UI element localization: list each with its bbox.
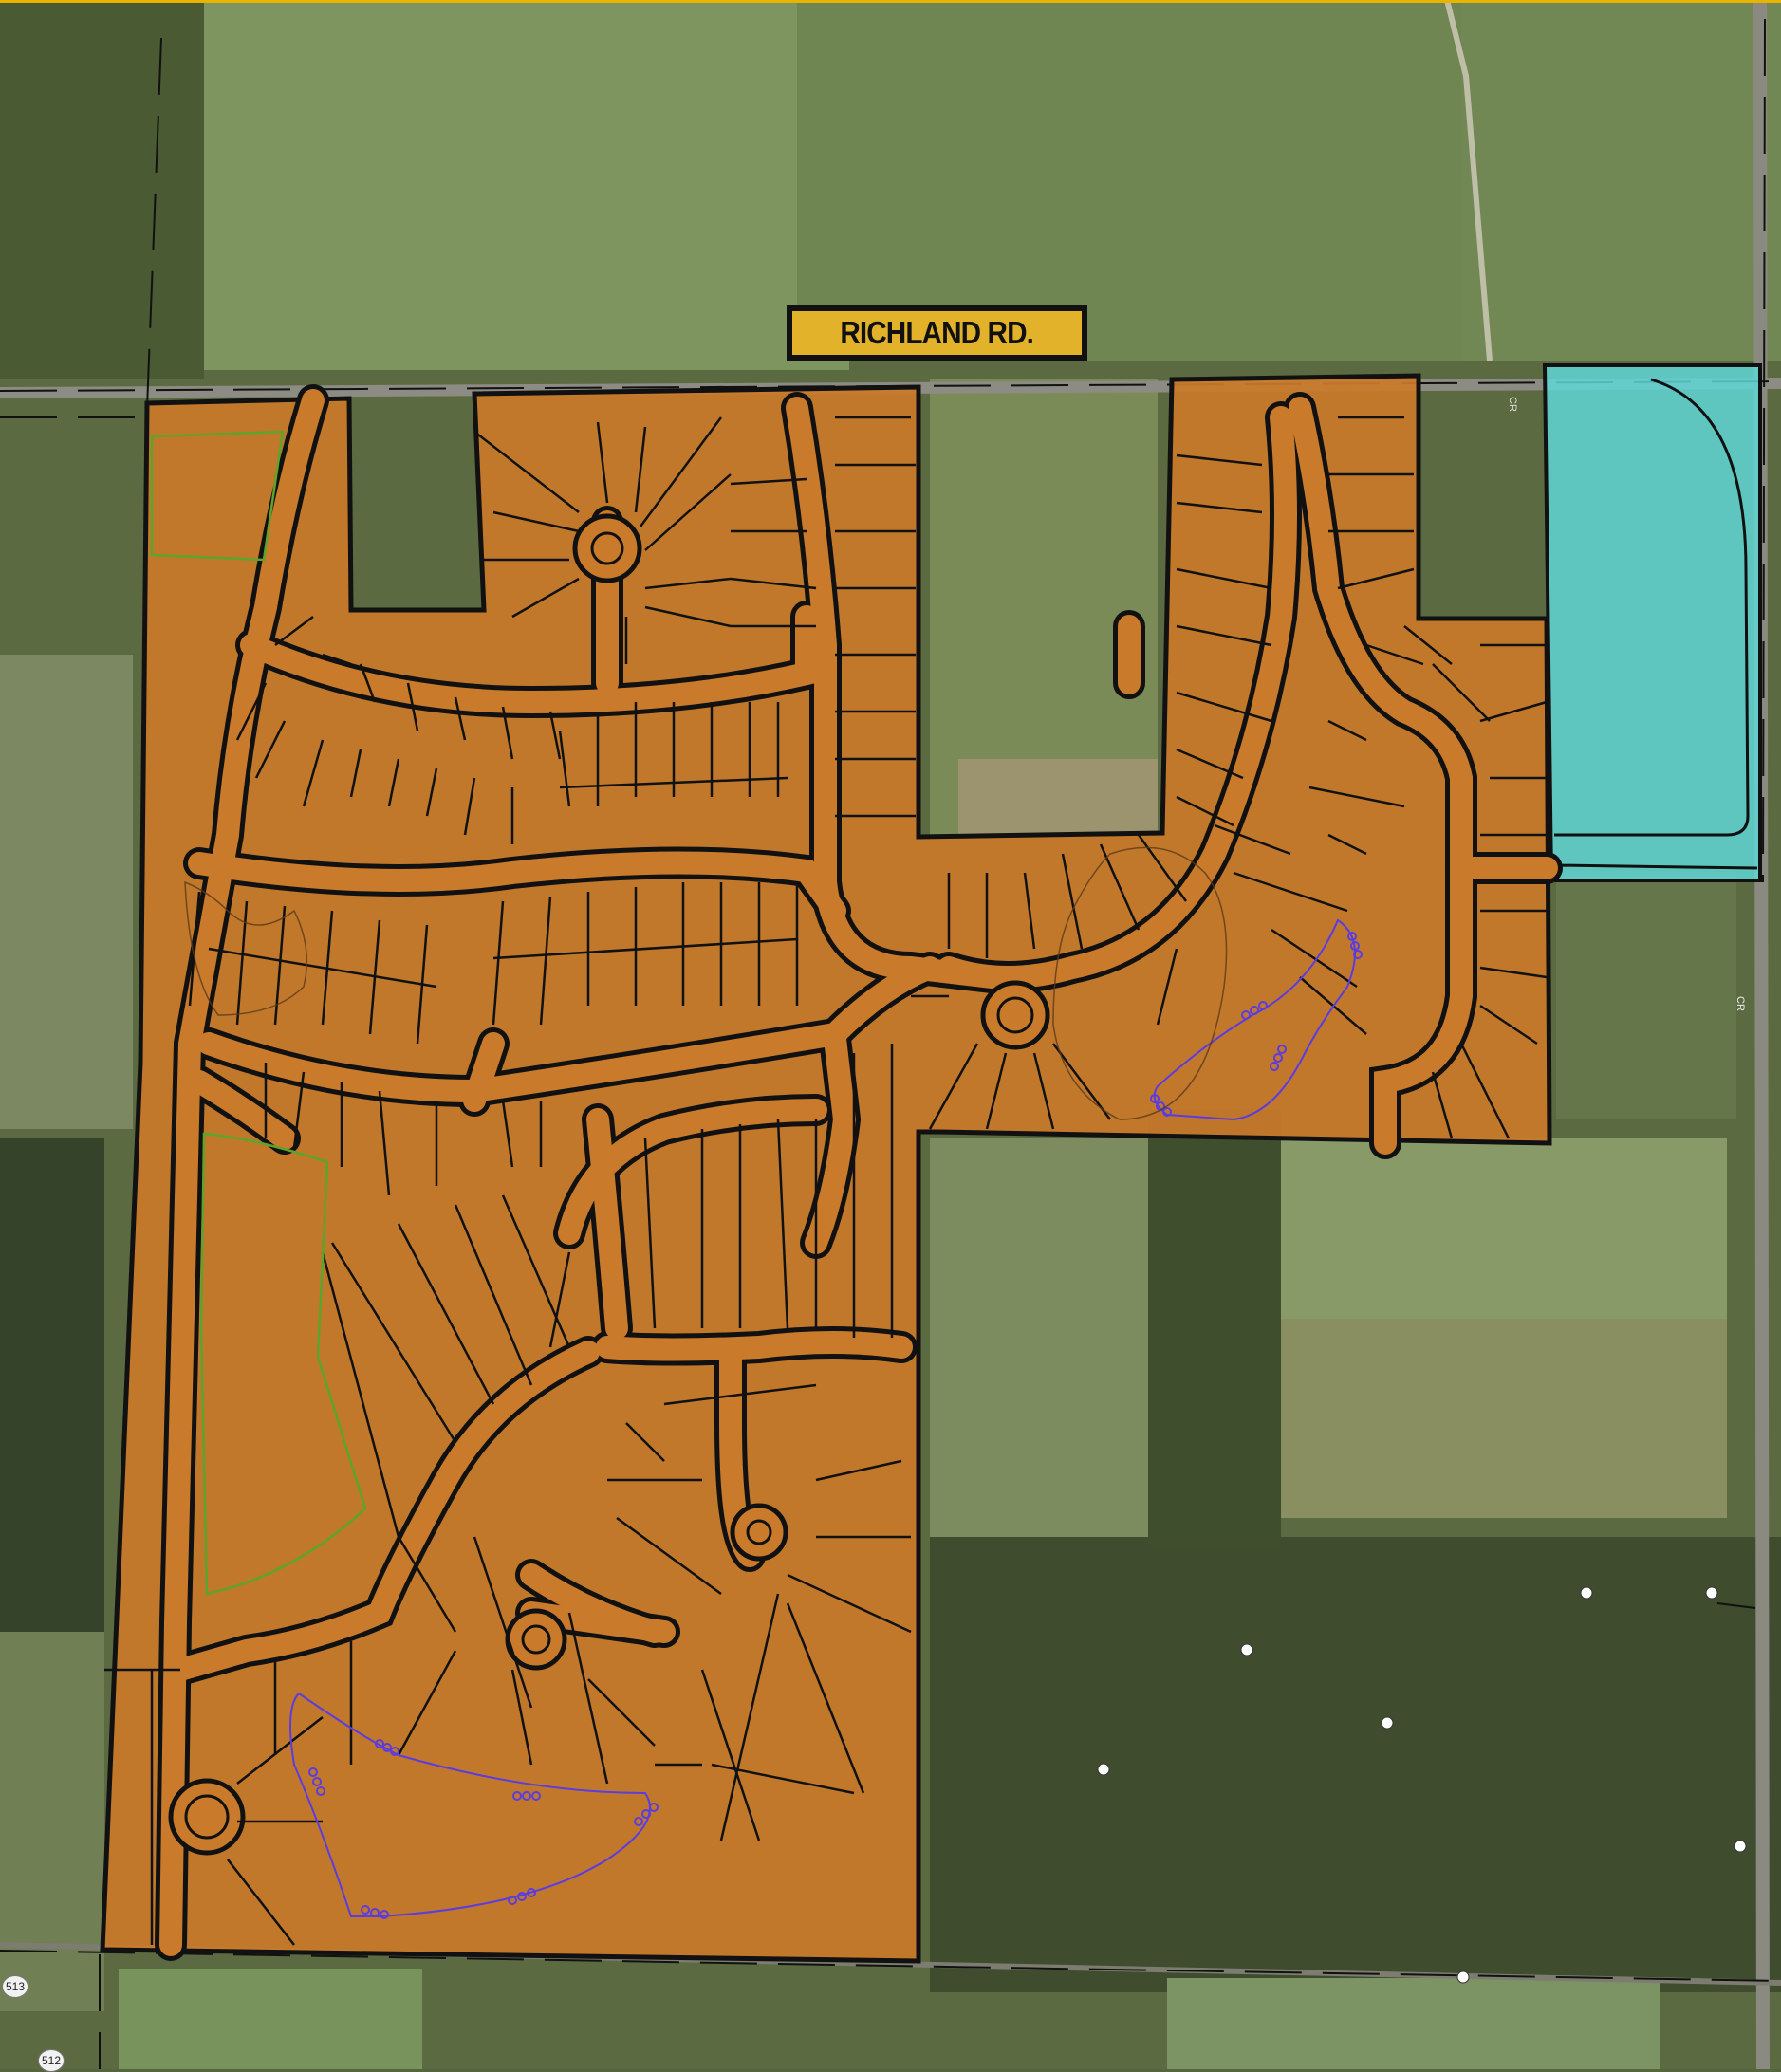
route-shield-icon: 512 xyxy=(38,2049,65,2072)
road-label-richland: RICHLAND RD. xyxy=(787,305,1087,361)
route-number: 512 xyxy=(41,2054,62,2067)
route-shield-icon: 513 xyxy=(2,1975,28,1998)
future-parcel-road xyxy=(1554,378,1750,837)
open-space-outlines xyxy=(150,430,367,1596)
utility-pole-icon xyxy=(1097,1586,1747,1984)
cul-de-sacs xyxy=(168,513,1050,1856)
route-number: 513 xyxy=(5,1980,26,1993)
road-label-vertical: CR xyxy=(1735,996,1746,1011)
future-parcel-area xyxy=(1542,363,1762,882)
road-label-vertical: CR xyxy=(1507,397,1518,412)
lot-lines xyxy=(104,416,1548,1946)
pond-markers xyxy=(308,932,1363,1919)
future-parcel-edge xyxy=(1553,863,1758,870)
top-frame-line xyxy=(0,0,1781,3)
contour-lines xyxy=(184,846,1228,1120)
street-network xyxy=(155,384,1563,1961)
road-label-text: RICHLAND RD. xyxy=(840,315,1035,350)
